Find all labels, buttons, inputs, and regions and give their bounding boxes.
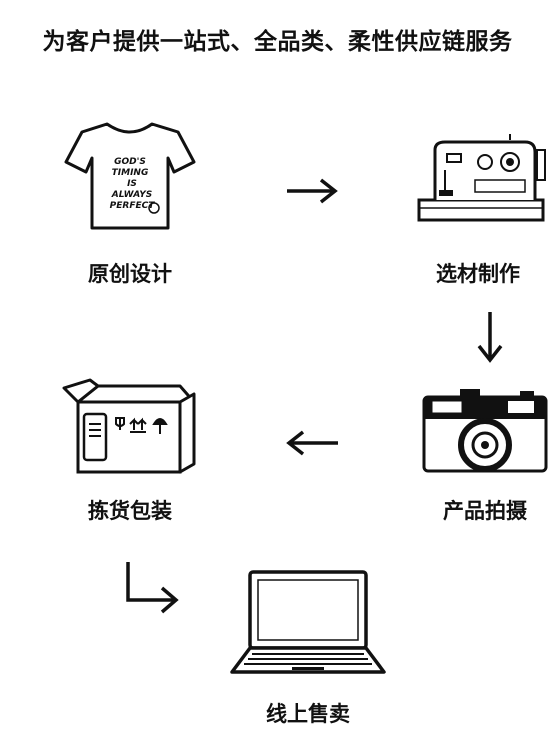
tshirt-print-line: IS xyxy=(127,179,137,189)
tshirt-icon: GOD'S TIMING IS ALWAYS PERFECT xyxy=(64,122,196,230)
page-title: 为客户提供一站式、全品类、柔性供应链服务 xyxy=(42,29,513,55)
tshirt-print-line: ALWAYS xyxy=(111,190,152,200)
camera-icon xyxy=(422,389,548,473)
box-icon xyxy=(62,378,196,474)
tshirt-print-line: GOD'S xyxy=(114,157,146,167)
arrow-right-icon xyxy=(287,178,338,204)
sewing-machine-icon xyxy=(417,134,546,222)
step-label-photo: 产品拍摄 xyxy=(443,499,527,523)
arrow-down-icon xyxy=(477,312,503,363)
step-label-material: 选材制作 xyxy=(436,262,520,286)
tshirt-print-line: TIMING xyxy=(112,168,149,178)
step-label-online-sales: 线上售卖 xyxy=(266,702,350,726)
arrow-down-right-icon xyxy=(126,562,179,614)
laptop-icon xyxy=(230,570,386,674)
step-label-packing: 拣货包装 xyxy=(88,499,172,523)
arrow-left-icon xyxy=(286,430,338,456)
step-label-design: 原创设计 xyxy=(88,262,172,286)
tshirt-print-line: PERFECT xyxy=(110,201,156,211)
